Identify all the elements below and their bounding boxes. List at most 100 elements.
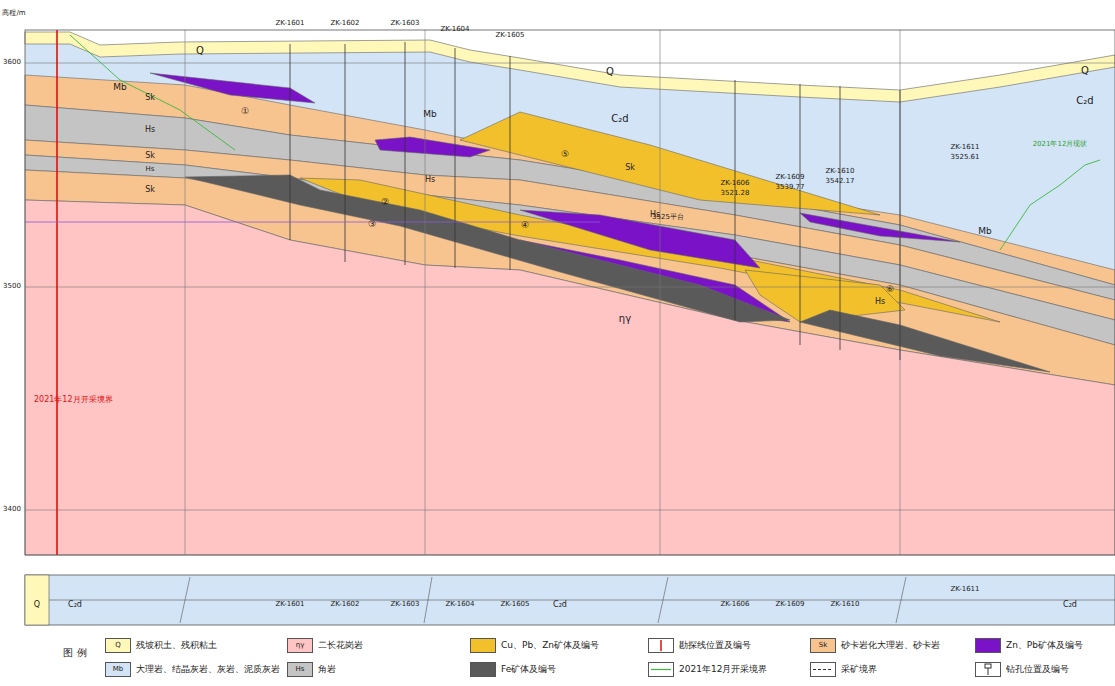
section-label: 3400 [3, 506, 21, 514]
section-label: 图 例 [63, 647, 86, 658]
legend-text: 勘探线位置及编号 [679, 639, 751, 652]
legend-swatch [648, 662, 674, 677]
section-label: 3539.77 [776, 184, 805, 192]
grid-line [425, 30, 426, 555]
ore-body [800, 213, 960, 242]
plan-line [180, 577, 190, 623]
legend-entry: 钻孔位置及编号 [975, 662, 1069, 677]
legend-text: Fe矿体及编号 [501, 663, 556, 676]
section-label: Mb [978, 227, 991, 237]
legend-text: 角岩 [318, 663, 336, 676]
level-line [25, 222, 600, 223]
section-label: 2021年12月开采境界 [34, 396, 113, 405]
section-label: C₂d [68, 601, 82, 610]
frame [25, 30, 1115, 555]
legend-ground [25, 632, 1113, 684]
section-label: ZK-1605 [496, 32, 525, 40]
section-label: ⑥ [886, 285, 894, 295]
section-label: Sk [819, 642, 828, 650]
section-label: Hs [146, 166, 155, 174]
drill-hole [900, 90, 901, 360]
section-label: C₂d [611, 113, 628, 124]
section-label: ② [381, 198, 389, 208]
legend-text: Zn、Pb矿体及编号 [1006, 639, 1083, 652]
section-label: ZK-1611 [951, 586, 980, 594]
section-label: Mb [113, 83, 126, 93]
quaternary-band [25, 32, 1115, 102]
legend-swatch [975, 638, 1001, 653]
legend-entry: 勘探线位置及编号 [648, 638, 751, 653]
drill-hole [455, 48, 456, 268]
legend-entry: 2021年12月开采境界 [648, 662, 767, 677]
legend-text: Cu、Pb、Zn矿体及编号 [501, 639, 599, 652]
section-label: ZK-1606 [721, 180, 750, 188]
section-label: 3542.17 [826, 178, 855, 186]
section-label: ④ [521, 221, 529, 231]
grid-line [900, 30, 901, 555]
legend-entry: 角岩 [287, 662, 336, 677]
section-label: 3500 [3, 283, 21, 291]
section-label: ZK-1605 [501, 601, 530, 609]
section-label: Q [196, 45, 204, 56]
legend-swatch [975, 662, 1001, 677]
section-label: Sk [145, 152, 155, 161]
grid-line [25, 63, 1115, 64]
section-label: Sk [625, 164, 635, 173]
grid-line [25, 510, 1115, 511]
section-label: C₂d [553, 601, 567, 610]
legend-symbol [811, 663, 835, 676]
section-label: Hs [425, 176, 435, 185]
legend-swatch [470, 662, 496, 677]
section-label: ZK-1609 [776, 174, 805, 182]
section-label: Hs [145, 126, 155, 135]
iron-ore-body [800, 310, 1050, 372]
legend-symbol [649, 639, 673, 652]
section-label: ZK-1610 [826, 168, 855, 176]
legend-swatch [810, 662, 836, 677]
plan-line [896, 577, 906, 623]
section-label: 2021年12月现状 [1033, 141, 1088, 149]
legend-text: 钻孔位置及编号 [1006, 663, 1069, 676]
grid-line [25, 287, 1115, 288]
plan-line [49, 600, 1115, 601]
grid-line [185, 30, 186, 555]
section-label: Q [34, 601, 40, 610]
section-label: ③ [368, 220, 376, 230]
section-label: ① [241, 107, 249, 117]
section-label: Hs [296, 666, 305, 674]
ore-body [460, 112, 880, 215]
legend-symbol [649, 663, 673, 676]
legend-text: 砂卡岩化大理岩、砂卡岩 [841, 639, 940, 652]
legend-entry: Zn、Pb矿体及编号 [975, 638, 1083, 653]
section-label: ηγ [296, 642, 305, 650]
drill-hole [345, 44, 346, 262]
section-label: 高程/m [2, 10, 25, 18]
plan-quaternary [25, 575, 49, 625]
plan-line [658, 577, 668, 623]
iron-ore-body [185, 175, 790, 322]
legend-text: 2021年12月开采境界 [679, 663, 767, 676]
legend-text: 残坡积土、残积粘土 [136, 639, 217, 652]
section-label: ηγ [619, 313, 631, 324]
ore-body [375, 137, 490, 157]
section-label: Mb [113, 666, 123, 674]
section-label: 3525.61 [951, 154, 980, 162]
legend-swatch [648, 638, 674, 653]
legend-entry: 大理岩、结晶灰岩、灰岩、泥质灰岩 [105, 662, 280, 677]
legend-swatch [470, 638, 496, 653]
drill-hole [800, 84, 801, 345]
section-label: ZK-1610 [831, 601, 860, 609]
section-label: 3525平台 [652, 214, 684, 222]
section-label: Q [115, 642, 121, 650]
drill-hole [405, 42, 406, 265]
drill-hole [510, 56, 511, 270]
section-label: Q [1081, 65, 1089, 76]
legend-entry: 残坡积土、残积粘土 [105, 638, 217, 653]
marble-ground [25, 32, 1115, 555]
section-label: ZK-1601 [276, 20, 305, 28]
legend-entry: Cu、Pb、Zn矿体及编号 [470, 638, 599, 653]
pit-outline [1000, 160, 1100, 250]
section-label: ZK-1603 [391, 20, 420, 28]
drill-hole [840, 86, 841, 350]
